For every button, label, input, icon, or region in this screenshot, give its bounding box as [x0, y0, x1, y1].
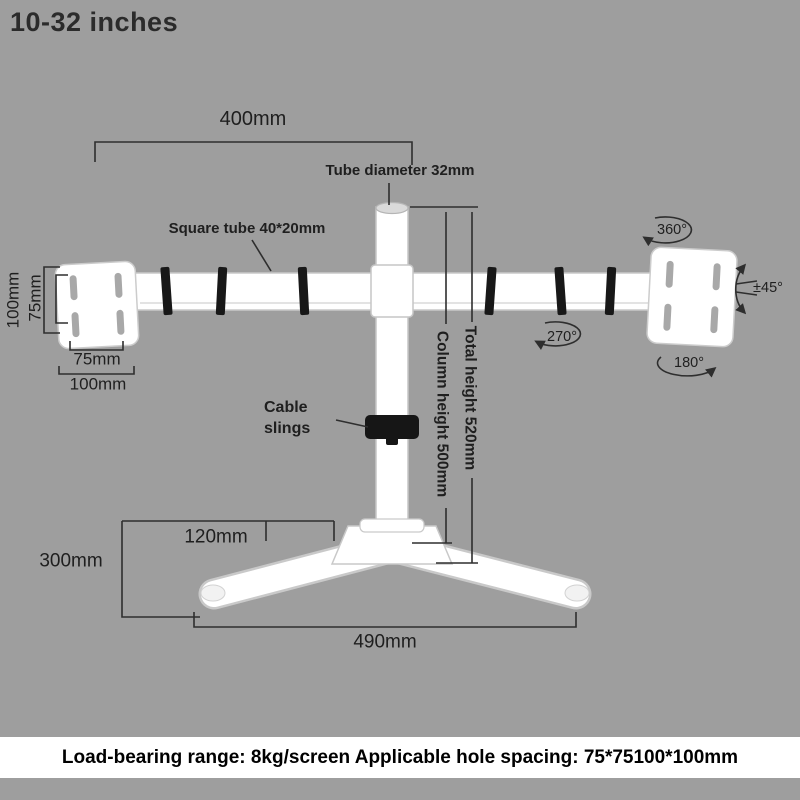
square-tube-label: Square tube 40*20mm [168, 219, 326, 237]
tilt-45-arrow [734, 263, 747, 315]
vesa-75-vertical-bracket [55, 274, 68, 324]
vesa-height-100-label: 100mm [3, 271, 23, 329]
total-height-line [436, 212, 478, 564]
rotate-180-label: 180° [674, 355, 704, 372]
swivel-360-label: 360° [657, 222, 687, 239]
vesa-100-horizontal-bracket [58, 366, 135, 375]
total-height-label: Total height 520mm [461, 325, 479, 471]
left-foot-pad [200, 584, 226, 602]
arm-clips [160, 266, 617, 316]
tilt-45-label: ±45° [753, 280, 783, 297]
column-mount [359, 518, 425, 533]
rotate-270-label: 270° [547, 329, 577, 346]
dim-400-bracket [94, 141, 413, 165]
vesa-height-75-label: 75mm [25, 274, 45, 322]
base [198, 518, 592, 610]
base-inset-120-label: 120mm [184, 526, 248, 548]
column-height-label: Column height 500mm [433, 330, 451, 498]
dim-120-bracket [122, 520, 335, 541]
cable-slings-label: Cable slings [264, 399, 311, 437]
spec-footer-text: Load-bearing range: 8kg/screen Applicabl… [61, 746, 739, 768]
right-foot-pad [564, 584, 590, 602]
size-range-title: 10-32 inches [10, 7, 179, 37]
arm-collar [370, 264, 414, 318]
center-column [370, 201, 414, 551]
spec-footer-bar: Load-bearing range: 8kg/screen Applicabl… [0, 737, 800, 778]
tilt-45-ticks [735, 280, 758, 296]
vesa-width-75-label: 75mm [73, 349, 121, 369]
cable-slings-pointer [335, 419, 369, 428]
cable-sling-clip [365, 415, 419, 445]
vesa-plate-left [54, 260, 140, 350]
tube-top-opening [375, 201, 409, 215]
rotation-arrows [534, 216, 758, 378]
base-depth-300-label: 300mm [39, 550, 103, 572]
square-tube-pointer [251, 239, 272, 272]
base-width-490-label: 490mm [353, 631, 417, 653]
column-height-line [412, 212, 452, 544]
dim-490-bracket [193, 612, 577, 628]
dimension-lines [43, 141, 577, 628]
vesa-plate-right [646, 246, 738, 348]
vesa-width-100-label: 100mm [69, 374, 127, 394]
vesa-75-horizontal-bracket [69, 341, 124, 351]
arm-span-dimension: 400mm [219, 108, 287, 130]
dim-300-bracket [121, 521, 200, 618]
vesa-100-vertical-bracket [43, 266, 60, 334]
rotate-360-arrow [642, 216, 693, 247]
rotate-180-arrow [656, 356, 717, 378]
tube-diameter-label: Tube diameter 32mm [325, 161, 475, 179]
rotate-270-arrow [534, 321, 582, 350]
